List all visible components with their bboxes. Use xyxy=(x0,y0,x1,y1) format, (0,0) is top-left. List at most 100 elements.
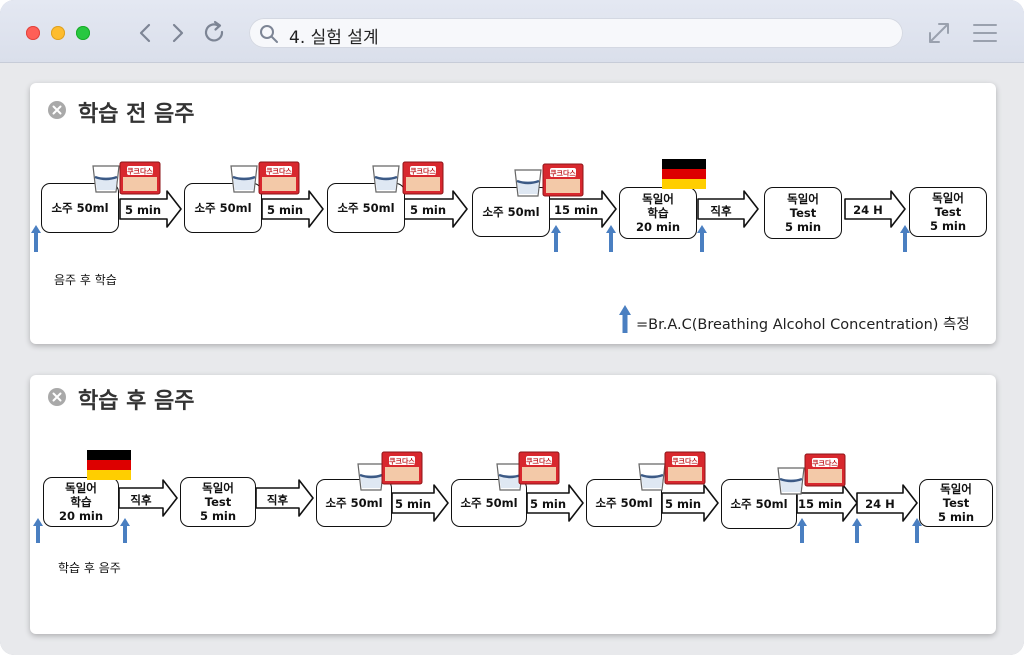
step-box-soju: 소주 50ml xyxy=(451,479,527,527)
flow-arrow xyxy=(856,484,918,522)
flow-arrow xyxy=(796,484,858,522)
box-line: Test xyxy=(789,206,817,220)
arrow-label: 24 H xyxy=(853,203,883,217)
soju-glass-icon xyxy=(514,169,542,197)
step-box-soju: 소주 50ml xyxy=(316,479,392,527)
arrow-label: 5 min xyxy=(124,203,162,217)
up-arrow-icon xyxy=(697,225,707,252)
close-window-button[interactable] xyxy=(26,26,40,40)
title-bar: 4. 실험 설계 xyxy=(0,0,1024,63)
close-circle-icon xyxy=(48,101,66,119)
up-arrow-icon xyxy=(619,305,631,333)
flow-caption: 음주 후 학습 xyxy=(54,273,117,287)
menu-button[interactable] xyxy=(970,18,998,46)
snack-label: 쿠크다스 xyxy=(389,457,415,466)
chevron-right-icon xyxy=(172,23,184,43)
zoom-window-button[interactable] xyxy=(76,26,90,40)
box-line: 독일어 xyxy=(932,191,964,205)
flow-arrow xyxy=(403,190,468,228)
step-box-test: 독일어 Test 5 min xyxy=(909,187,987,237)
slide-content: 학습 전 음주 소주 50ml 소주 50ml 소주 50ml xyxy=(0,63,1024,655)
box-line: 소주 50ml xyxy=(194,201,252,215)
box-line: 소주 50ml xyxy=(337,201,395,215)
snack-label: 쿠크다스 xyxy=(672,457,698,466)
soju-glass-icon xyxy=(777,467,805,495)
step-box-test: 독일어 Test 5 min xyxy=(919,479,993,527)
arrow-label: 직후 xyxy=(130,493,152,507)
arrow-label: 5 min xyxy=(529,497,567,511)
up-arrow-icon xyxy=(797,518,807,543)
flow-arrow xyxy=(548,190,617,228)
box-line: 5 min xyxy=(199,509,237,523)
couque-dasse-box-icon: 쿠크다스 xyxy=(518,451,560,489)
step-box-soju: 소주 50ml xyxy=(472,187,550,237)
step-box-test: 독일어 Test 5 min xyxy=(764,187,842,239)
snack-label: 쿠크다스 xyxy=(410,167,436,176)
minimize-window-button[interactable] xyxy=(51,26,65,40)
fullscreen-button[interactable] xyxy=(924,18,952,46)
couque-dasse-box-icon: 쿠크다스 xyxy=(664,451,706,489)
snack-label: 쿠크다스 xyxy=(266,167,292,176)
up-arrow-icon xyxy=(900,225,910,252)
box-line: 20 min xyxy=(635,220,681,234)
flow-arrow xyxy=(261,190,324,228)
box-line: 5 min xyxy=(784,220,822,234)
step-box-study: 독일어 학습 20 min xyxy=(619,187,697,239)
close-circle-icon xyxy=(48,388,66,406)
reload-button[interactable] xyxy=(200,19,228,47)
forward-button[interactable] xyxy=(164,19,192,47)
arrow-label: 5 min xyxy=(664,497,702,511)
up-arrow-icon xyxy=(852,518,862,543)
couque-dasse-box-icon: 쿠크다스 xyxy=(542,163,584,201)
section-title: 학습 후 음주 xyxy=(78,389,195,414)
snack-label: 쿠크다스 xyxy=(550,169,576,178)
flow-arrow xyxy=(661,484,719,522)
legend-text: =Br.A.C(Breathing Alcohol Concentration)… xyxy=(636,317,970,333)
step-box-test: 독일어 Test 5 min xyxy=(180,477,256,527)
expand-icon xyxy=(929,23,949,43)
flow-arrows xyxy=(118,479,918,522)
soju-glass-icon xyxy=(357,463,385,491)
flow-arrow xyxy=(526,484,584,522)
measurement-arrows xyxy=(33,518,922,543)
arrow-label: 5 min xyxy=(409,203,447,217)
box-line: Test xyxy=(934,205,962,219)
box-line: 소주 50ml xyxy=(51,201,109,215)
back-button[interactable] xyxy=(131,19,159,47)
box-line: 소주 50ml xyxy=(460,496,518,510)
arrow-label: 15 min xyxy=(797,497,843,511)
up-arrow-icon xyxy=(606,225,616,252)
snack-label: 쿠크다스 xyxy=(526,457,552,466)
flow-arrow xyxy=(697,190,759,228)
couque-dasse-box-icon: 쿠크다스 xyxy=(381,451,423,489)
address-bar[interactable]: 4. 실험 설계 xyxy=(249,18,903,48)
arrow-label: 직후 xyxy=(710,204,732,218)
couque-dasse-box-icon: 쿠크다스 xyxy=(119,161,161,199)
step-box-study: 독일어 학습 20 min xyxy=(43,477,119,527)
section-title: 학습 전 음주 xyxy=(78,102,195,127)
hamburger-menu-icon xyxy=(973,24,997,42)
box-line: 학습 xyxy=(70,495,92,509)
flow-arrow xyxy=(255,479,314,517)
up-arrow-icon xyxy=(120,518,130,543)
section-after-drinking: 학습 후 음주 독일어 학습 20 min 독일어 Te xyxy=(30,375,996,634)
up-arrow-icon xyxy=(912,518,922,543)
section-before-drinking: 학습 전 음주 소주 50ml 소주 50ml 소주 50ml xyxy=(30,83,996,344)
up-arrow-icon xyxy=(551,225,561,252)
box-line: Test xyxy=(942,496,970,510)
chevron-left-icon xyxy=(139,23,151,43)
snack-label: 쿠크다스 xyxy=(812,459,838,468)
soju-glass-icon xyxy=(372,165,400,193)
box-line: 소주 50ml xyxy=(595,496,653,510)
snack-label: 쿠크다스 xyxy=(127,167,153,176)
flow-arrow xyxy=(844,190,906,228)
flow-arrow xyxy=(119,190,182,228)
measurement-arrows xyxy=(31,225,910,333)
arrow-label: 15 min xyxy=(553,203,599,217)
flow-arrows xyxy=(119,190,906,228)
box-line: 독일어 xyxy=(65,481,97,495)
box-line: 소주 50ml xyxy=(730,497,788,511)
box-line: 독일어 xyxy=(787,192,819,206)
flow-arrow xyxy=(118,479,178,517)
